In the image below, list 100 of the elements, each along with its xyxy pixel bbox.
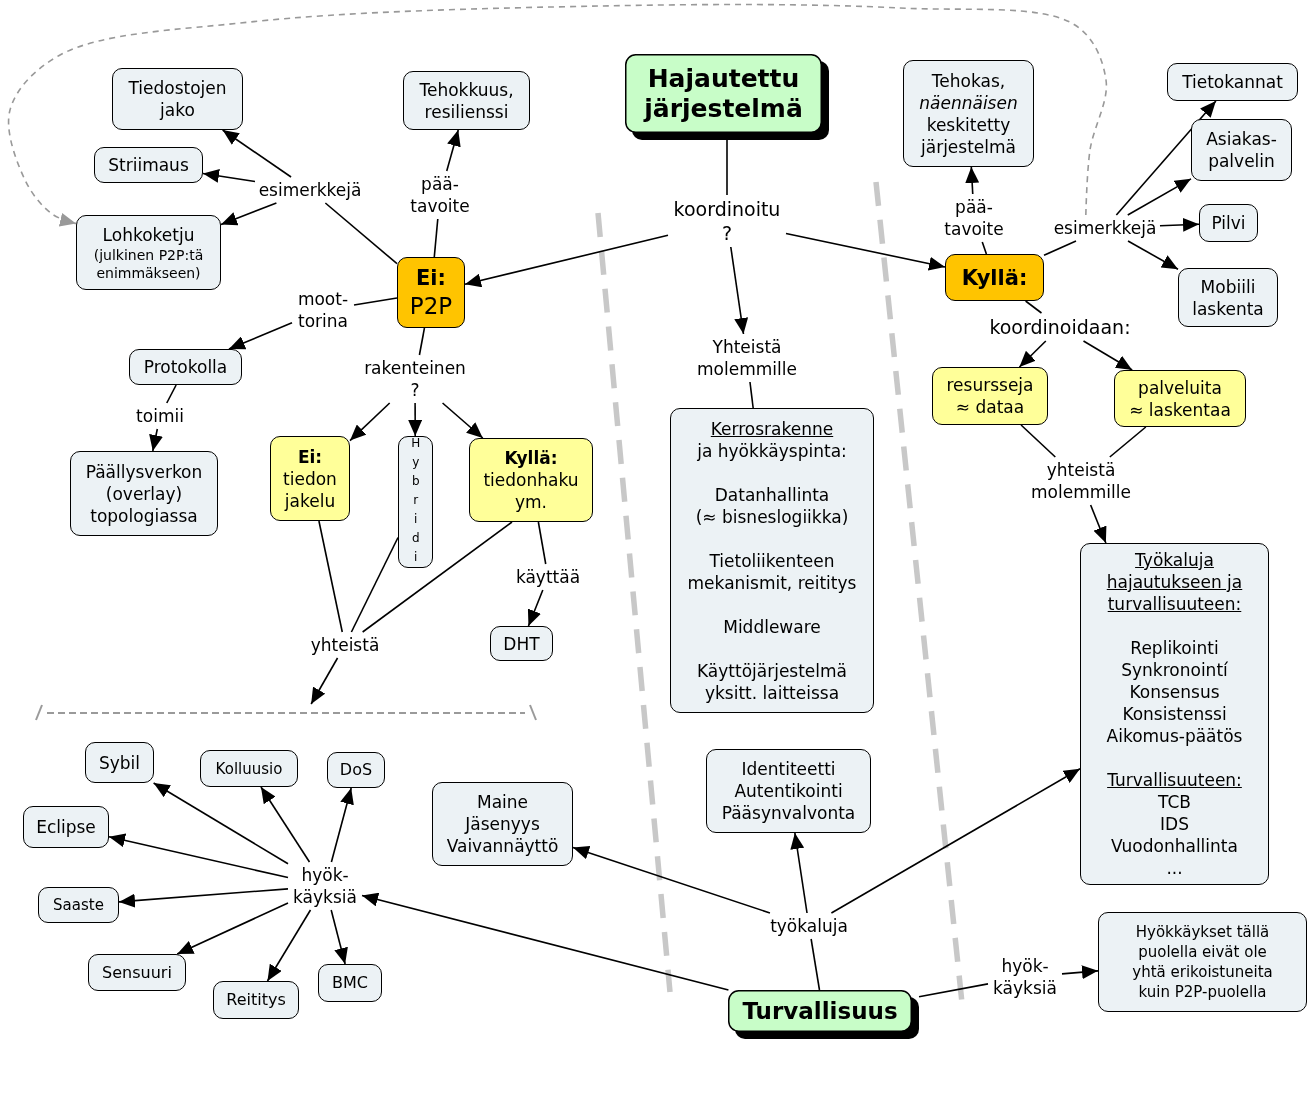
arrow bbox=[1082, 340, 1133, 371]
box-text: palveluita ≈ laskentaa bbox=[1128, 376, 1232, 421]
concept-box bbox=[625, 54, 829, 140]
arrow bbox=[149, 428, 163, 452]
box-heading: Kyllä: bbox=[961, 264, 1028, 291]
box-text: Päällysverkon (overlay) topologiassa bbox=[84, 460, 204, 527]
concept-box bbox=[490, 626, 553, 661]
concept-box bbox=[38, 887, 119, 923]
arrow bbox=[349, 402, 391, 442]
box-text: Reititys bbox=[226, 989, 286, 1011]
arrow bbox=[108, 833, 289, 879]
arrow bbox=[361, 892, 730, 991]
box-text: TCB bbox=[1158, 791, 1191, 813]
box-text: Lohkoketju bbox=[102, 223, 195, 246]
box-text: Käyttöjärjestelmä yksitt. laitteissa bbox=[695, 659, 849, 704]
connector-line bbox=[361, 521, 513, 633]
concept-box bbox=[94, 147, 203, 183]
connector-line bbox=[1109, 426, 1147, 458]
box-text: Maine bbox=[476, 791, 528, 813]
box-text: Mobiili laskenta bbox=[1191, 275, 1265, 320]
concept-box bbox=[1178, 268, 1278, 327]
concept-box bbox=[728, 990, 919, 1039]
box-heading: Ei: bbox=[416, 265, 446, 292]
box-text: Kolluusio bbox=[215, 758, 283, 780]
box-heading: Ei: bbox=[297, 445, 323, 468]
concept-box bbox=[1080, 543, 1269, 885]
box-text: Vaivannäyttö bbox=[446, 835, 559, 857]
box-text: Konsistenssi bbox=[1122, 703, 1227, 725]
linking-phrase: käyttää bbox=[514, 566, 582, 588]
linking-phrase: hyök- käyksiä bbox=[990, 955, 1060, 999]
concept-box bbox=[200, 750, 298, 787]
arrow bbox=[1159, 217, 1200, 232]
arrow bbox=[220, 202, 278, 226]
box-text: Jäsenyys bbox=[465, 813, 540, 835]
box-heading: Turvallisuuteen: bbox=[1107, 769, 1242, 791]
box-text: Pilvi bbox=[1211, 212, 1246, 234]
connector-line bbox=[353, 297, 398, 306]
arrow bbox=[441, 402, 484, 439]
box-text: tiedonhaku ym. bbox=[482, 469, 580, 513]
concept-box bbox=[403, 71, 530, 130]
concept-box bbox=[397, 257, 465, 328]
box-text: Hyökkäykset tällä puolella eivät ole yhtä erikoistuneita kuin P2P-puolella bbox=[1131, 922, 1274, 1002]
concept-box bbox=[1167, 63, 1298, 101]
concept-box bbox=[76, 215, 221, 290]
linking-phrase: koordinoitu ? bbox=[670, 197, 784, 245]
box-text: Middleware bbox=[723, 615, 821, 638]
linking-phrase: moot- torina bbox=[294, 288, 352, 332]
connector-line bbox=[418, 327, 426, 356]
linking-phrase: Yhteistä molemmille bbox=[694, 336, 800, 380]
connector-line bbox=[1043, 240, 1077, 257]
box-text: Datanhallinta bbox=[714, 483, 830, 506]
concept-box bbox=[112, 68, 243, 130]
box-text: Sensuuri bbox=[102, 961, 172, 984]
box-text: resursseja ≈ dataa bbox=[945, 374, 1035, 418]
box-text: Vuodonhallinta bbox=[1111, 835, 1238, 857]
connector-line bbox=[350, 536, 399, 633]
concept-box bbox=[85, 742, 154, 783]
connector-line bbox=[810, 938, 821, 991]
box-text: Replikointi bbox=[1130, 637, 1219, 659]
arrow bbox=[1127, 240, 1179, 271]
linking-phrase: yhteistä bbox=[309, 634, 381, 656]
connector-line bbox=[726, 139, 728, 196]
bracket bbox=[35, 704, 537, 722]
linking-phrase: rakenteinen ? bbox=[362, 357, 468, 401]
linking-phrase: työkaluja bbox=[768, 915, 850, 937]
linking-phrase: esimerkkejä bbox=[1052, 217, 1158, 239]
arrow bbox=[260, 786, 311, 863]
concept-box bbox=[932, 367, 1048, 425]
arrow bbox=[176, 902, 289, 955]
concept-box bbox=[213, 981, 299, 1019]
vertical-label: Hybridi bbox=[408, 435, 423, 569]
box-text: (≈ bisneslogiikka) bbox=[695, 505, 849, 528]
box-text: BMC bbox=[332, 972, 368, 994]
connector-line bbox=[1024, 300, 1043, 314]
concept-box bbox=[398, 436, 433, 568]
concept-box bbox=[945, 254, 1044, 301]
arrow bbox=[790, 832, 808, 914]
box-text: Striimaus bbox=[108, 154, 189, 176]
box-text: Eclipse bbox=[36, 816, 96, 838]
box-text: Asiakas- palvelin bbox=[1205, 128, 1278, 172]
box-text: (julkinen P2P:tä enimmäkseen) bbox=[92, 245, 205, 282]
arrow bbox=[330, 909, 348, 965]
concept-box bbox=[318, 964, 382, 1002]
arrow bbox=[1126, 178, 1192, 216]
box-text: Tietoliikenteen mekanismit, reititys bbox=[686, 549, 858, 594]
box-text: DHT bbox=[503, 632, 540, 655]
arrow bbox=[1018, 340, 1047, 368]
connector-line bbox=[318, 520, 344, 633]
concept-box bbox=[1114, 370, 1246, 427]
box-heading: Työkaluja hajautukseen ja turvallisuuteen: bbox=[1105, 549, 1244, 615]
concept-box bbox=[88, 954, 186, 991]
concept-box bbox=[432, 782, 573, 866]
box-text: IDS bbox=[1160, 813, 1189, 835]
linking-phrase: yhteistä molemmille bbox=[1028, 459, 1134, 503]
arrow bbox=[408, 402, 423, 437]
connector-line bbox=[918, 983, 989, 998]
box-text: Aikomus-päätös bbox=[1106, 725, 1243, 747]
concept-box bbox=[1199, 204, 1258, 242]
arrow bbox=[228, 322, 293, 350]
box-text: Pääsynvalvonta bbox=[721, 802, 856, 824]
